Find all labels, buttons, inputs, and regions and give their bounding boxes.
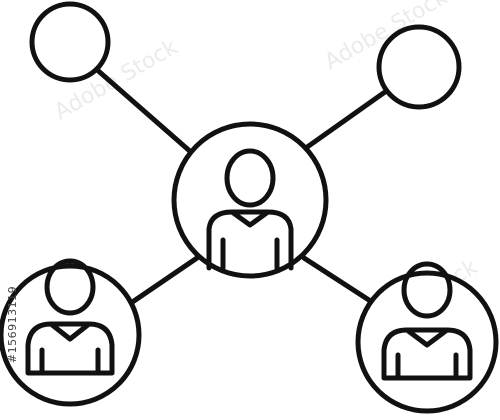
bottom-left-person-node — [0, 258, 142, 407]
person-collar-icon — [404, 327, 450, 348]
person-collar-icon — [48, 321, 92, 342]
connector-line — [125, 255, 200, 308]
bottom-right-person-node — [355, 261, 499, 414]
stock-image-id: #156913119 — [6, 285, 20, 364]
connector-lines — [92, 65, 388, 308]
center-person-node — [171, 121, 329, 279]
connector-line — [92, 65, 203, 163]
connector-line — [301, 255, 375, 305]
person-head-icon — [401, 261, 453, 319]
node-circle — [171, 121, 329, 279]
person-head-icon — [44, 258, 96, 316]
empty-node-circle — [376, 24, 462, 110]
person-collar-icon — [229, 209, 271, 228]
empty-node-circle — [29, 1, 111, 83]
person-head-icon — [224, 148, 276, 208]
connector-line — [300, 89, 388, 153]
node-circle — [0, 263, 142, 407]
person-torso-icon — [206, 209, 294, 271]
